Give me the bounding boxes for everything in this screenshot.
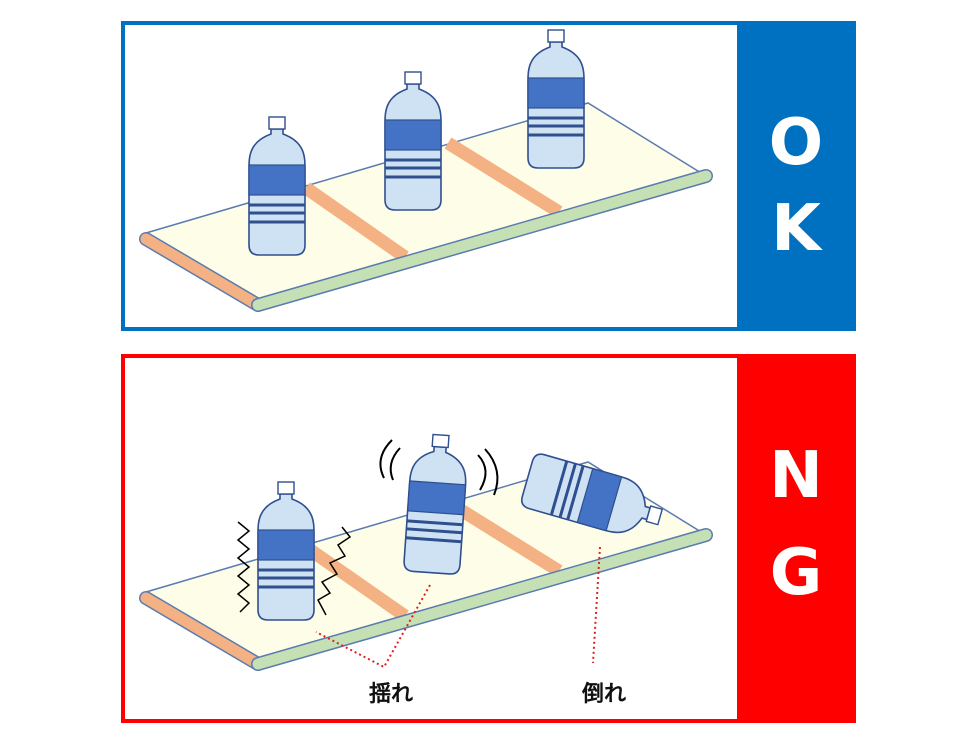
- ng-panel: N G 揺れ 倒れ: [121, 354, 856, 723]
- vibration-zigzag-icon: [236, 521, 251, 613]
- shaking-leader-line: [315, 584, 431, 669]
- sway-arc-icon: [477, 454, 487, 491]
- ng-label-n: N: [769, 439, 823, 513]
- ng-label-g: G: [770, 536, 823, 610]
- falling-leader-line: [592, 546, 601, 664]
- ok-label-o: O: [769, 106, 823, 180]
- shaking-annotation: 揺れ: [369, 681, 413, 707]
- sway-arc-icon: [379, 439, 393, 479]
- ok-label-k: K: [771, 192, 823, 266]
- falling-annotation: 倒れ: [581, 682, 626, 707]
- ok-label-block: [737, 23, 854, 329]
- ng-label-block: [737, 356, 854, 721]
- sway-arc-icon: [389, 447, 401, 481]
- vibration-zigzag-icon: [316, 526, 352, 616]
- sway-arc-icon: [484, 448, 499, 496]
- ok-panel: O K: [121, 21, 856, 331]
